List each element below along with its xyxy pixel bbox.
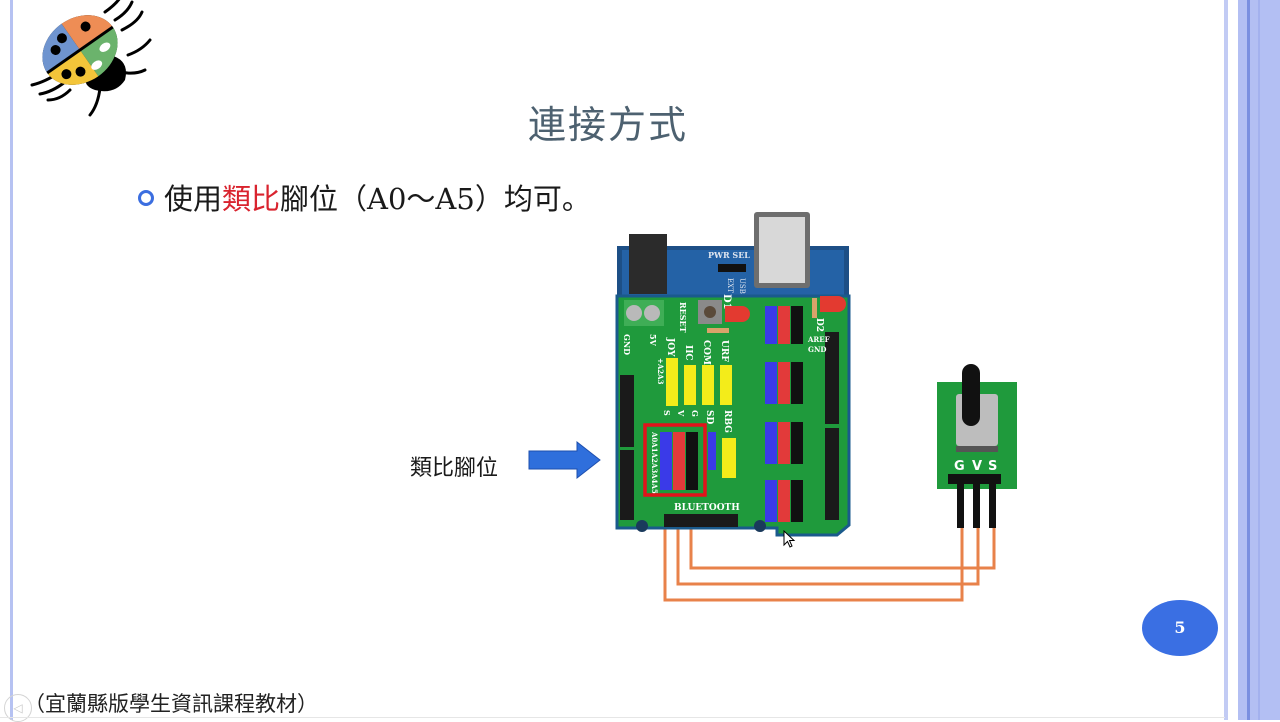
5v-terminal-label: 5V xyxy=(648,334,658,347)
s-label: S xyxy=(662,410,672,416)
urf-label: URF xyxy=(719,340,729,362)
digital-svg-headers xyxy=(765,306,803,522)
power-jack xyxy=(629,234,667,294)
ext-label: EXT xyxy=(726,278,734,293)
rbg-label: RBG xyxy=(722,410,732,433)
right-arrow-icon xyxy=(528,440,601,480)
digital-header-high xyxy=(825,332,839,424)
d2-label: D2 xyxy=(814,318,824,332)
pwr-sel-label: PWR SEL xyxy=(708,250,750,260)
joy-pins-label: +A2A3 xyxy=(656,358,665,385)
usb-label: USB xyxy=(738,278,746,294)
v-label: V xyxy=(676,409,686,417)
slide-right-decoration xyxy=(1224,0,1280,720)
analog-pin-header xyxy=(620,450,634,520)
ladybug-logo xyxy=(30,0,152,117)
analog-highlight-box xyxy=(643,423,707,497)
pin-v-label: V xyxy=(972,459,982,474)
aref-label: AREF xyxy=(807,335,830,344)
bullet-item: 使用類比腳位（A0～A5）均可。 xyxy=(138,176,591,218)
bullet-suffix: 腳位（A0～A5）均可。 xyxy=(280,182,591,216)
bullet-highlight: 類比 xyxy=(222,182,281,216)
bullet-prefix: 使用 xyxy=(164,182,223,216)
joy-label: JOY xyxy=(665,337,675,357)
led-d2 xyxy=(820,296,846,312)
com-label: COM xyxy=(701,340,711,365)
slide-left-border xyxy=(10,0,13,720)
bluetooth-header xyxy=(664,514,738,527)
iic-label: IIC xyxy=(683,345,693,361)
d1-label: D1 xyxy=(721,294,732,310)
analog-pin-label: 類比腳位 xyxy=(410,456,499,481)
digital-header-low xyxy=(825,428,839,520)
g-label: G xyxy=(690,410,700,417)
slide-title: 連接方式 xyxy=(527,103,688,147)
mouse-cursor-icon xyxy=(783,530,796,548)
page-number-badge: 5 xyxy=(1142,600,1218,656)
gnd-terminal-label: GND xyxy=(622,334,632,355)
bottom-divider xyxy=(0,717,1225,718)
bluetooth-label: BLUETOOTH xyxy=(674,503,740,513)
led-d1 xyxy=(725,306,750,322)
analog-header-label: A0A1A2A3A4A5 xyxy=(650,431,659,494)
arduino-sensor-shield: PWR SEL EXT USB GND 5V RESET D1 D2 JOY I… xyxy=(615,212,851,537)
power-header xyxy=(620,375,634,447)
knob-shaft xyxy=(962,364,980,426)
bullet-circle-icon xyxy=(138,190,154,206)
iic-header xyxy=(684,365,696,405)
urf-header xyxy=(720,365,732,405)
pin-g-label: G xyxy=(954,459,965,474)
rbg-header xyxy=(722,438,736,478)
reset-label: RESET xyxy=(678,302,688,333)
joy-header xyxy=(666,358,678,406)
sd-label: SD xyxy=(704,410,714,424)
pin-s-label: S xyxy=(988,459,997,474)
footer-text: （宜蘭縣版學生資訊課程教材） xyxy=(24,692,318,716)
gnd-right-label: GND xyxy=(808,345,826,354)
com-header xyxy=(702,365,714,405)
potentiometer-module: G V S xyxy=(937,364,1017,528)
